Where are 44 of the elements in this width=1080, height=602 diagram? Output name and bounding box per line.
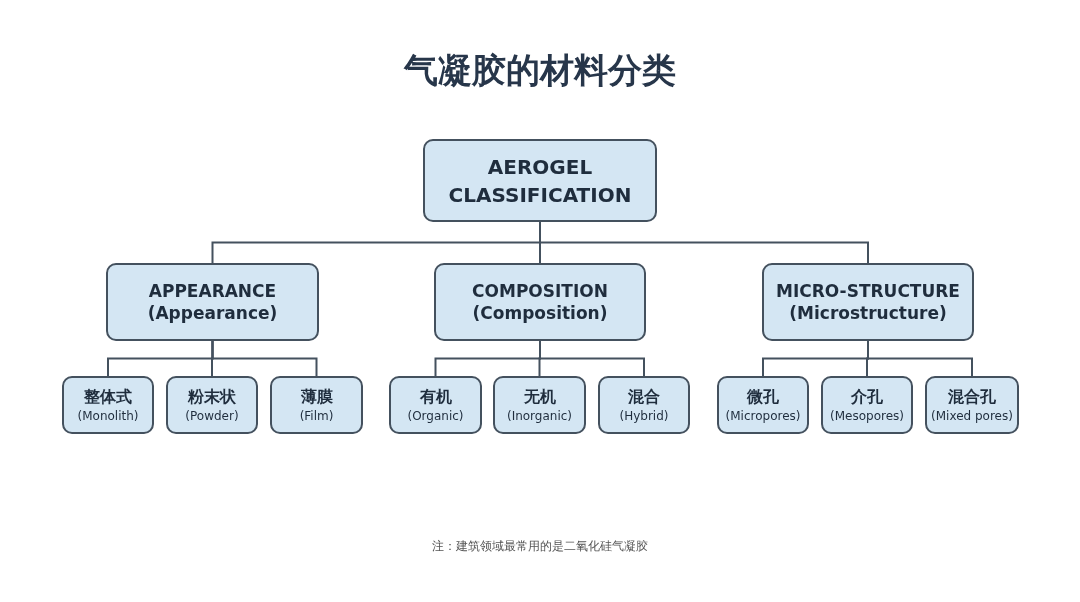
box-heading: 混合孔 [948,385,996,408]
box-subtitle: (Film) [299,407,334,425]
box-subtitle: (Hybrid) [619,407,669,425]
connector-line [539,221,869,264]
box-heading: COMPOSITION [472,280,608,302]
box-heading: 粉末状 [188,385,236,408]
box-subtitle: (Powder) [185,407,239,425]
root-box [423,139,657,222]
leaf-box [598,376,690,434]
box-heading: APPEARANCE [148,280,277,302]
leaf-box [62,376,154,434]
box-subtitle: (Microstructure) [789,302,947,324]
box-subtitle: (Organic) [407,407,464,425]
box-heading: 薄膜 [300,385,333,408]
leaf-box [166,376,258,434]
category-box [106,263,319,341]
box-heading: AEROGEL CLASSIFICATION [447,153,633,209]
leaf-box [717,376,809,434]
connector-line [539,340,645,377]
leaf-box [821,376,913,434]
leaf-box [493,376,586,434]
box-heading: 混合 [628,385,660,408]
box-subtitle: (Micropores) [725,407,801,425]
box-heading: MICRO-STRUCTURE [776,280,960,302]
box-subtitle: (Appearance) [147,302,278,324]
box-subtitle: (Monolith) [77,407,139,425]
connector-line [867,340,973,377]
note-text: 注：建筑领域最常用的是二氧化硅气凝胶 [431,538,649,555]
leaf-box [925,376,1019,434]
leaf-box [389,376,482,434]
box-heading: 微孔 [747,385,779,408]
box-subtitle: (Inorganic) [506,407,573,425]
category-box [434,263,646,341]
box-heading: 介孔 [851,385,883,408]
box-subtitle: (Composition) [472,302,608,324]
leaf-box [270,376,363,434]
category-box [762,263,974,341]
box-subtitle: (Mesopores) [830,407,904,425]
connector-line [211,340,318,377]
box-heading: 无机 [523,385,556,408]
title: 气凝胶的材料分类 [402,49,677,92]
box-heading: 整体式 [84,385,132,408]
box-heading: 有机 [419,385,452,408]
box-subtitle: (Mixed pores) [931,407,1013,425]
